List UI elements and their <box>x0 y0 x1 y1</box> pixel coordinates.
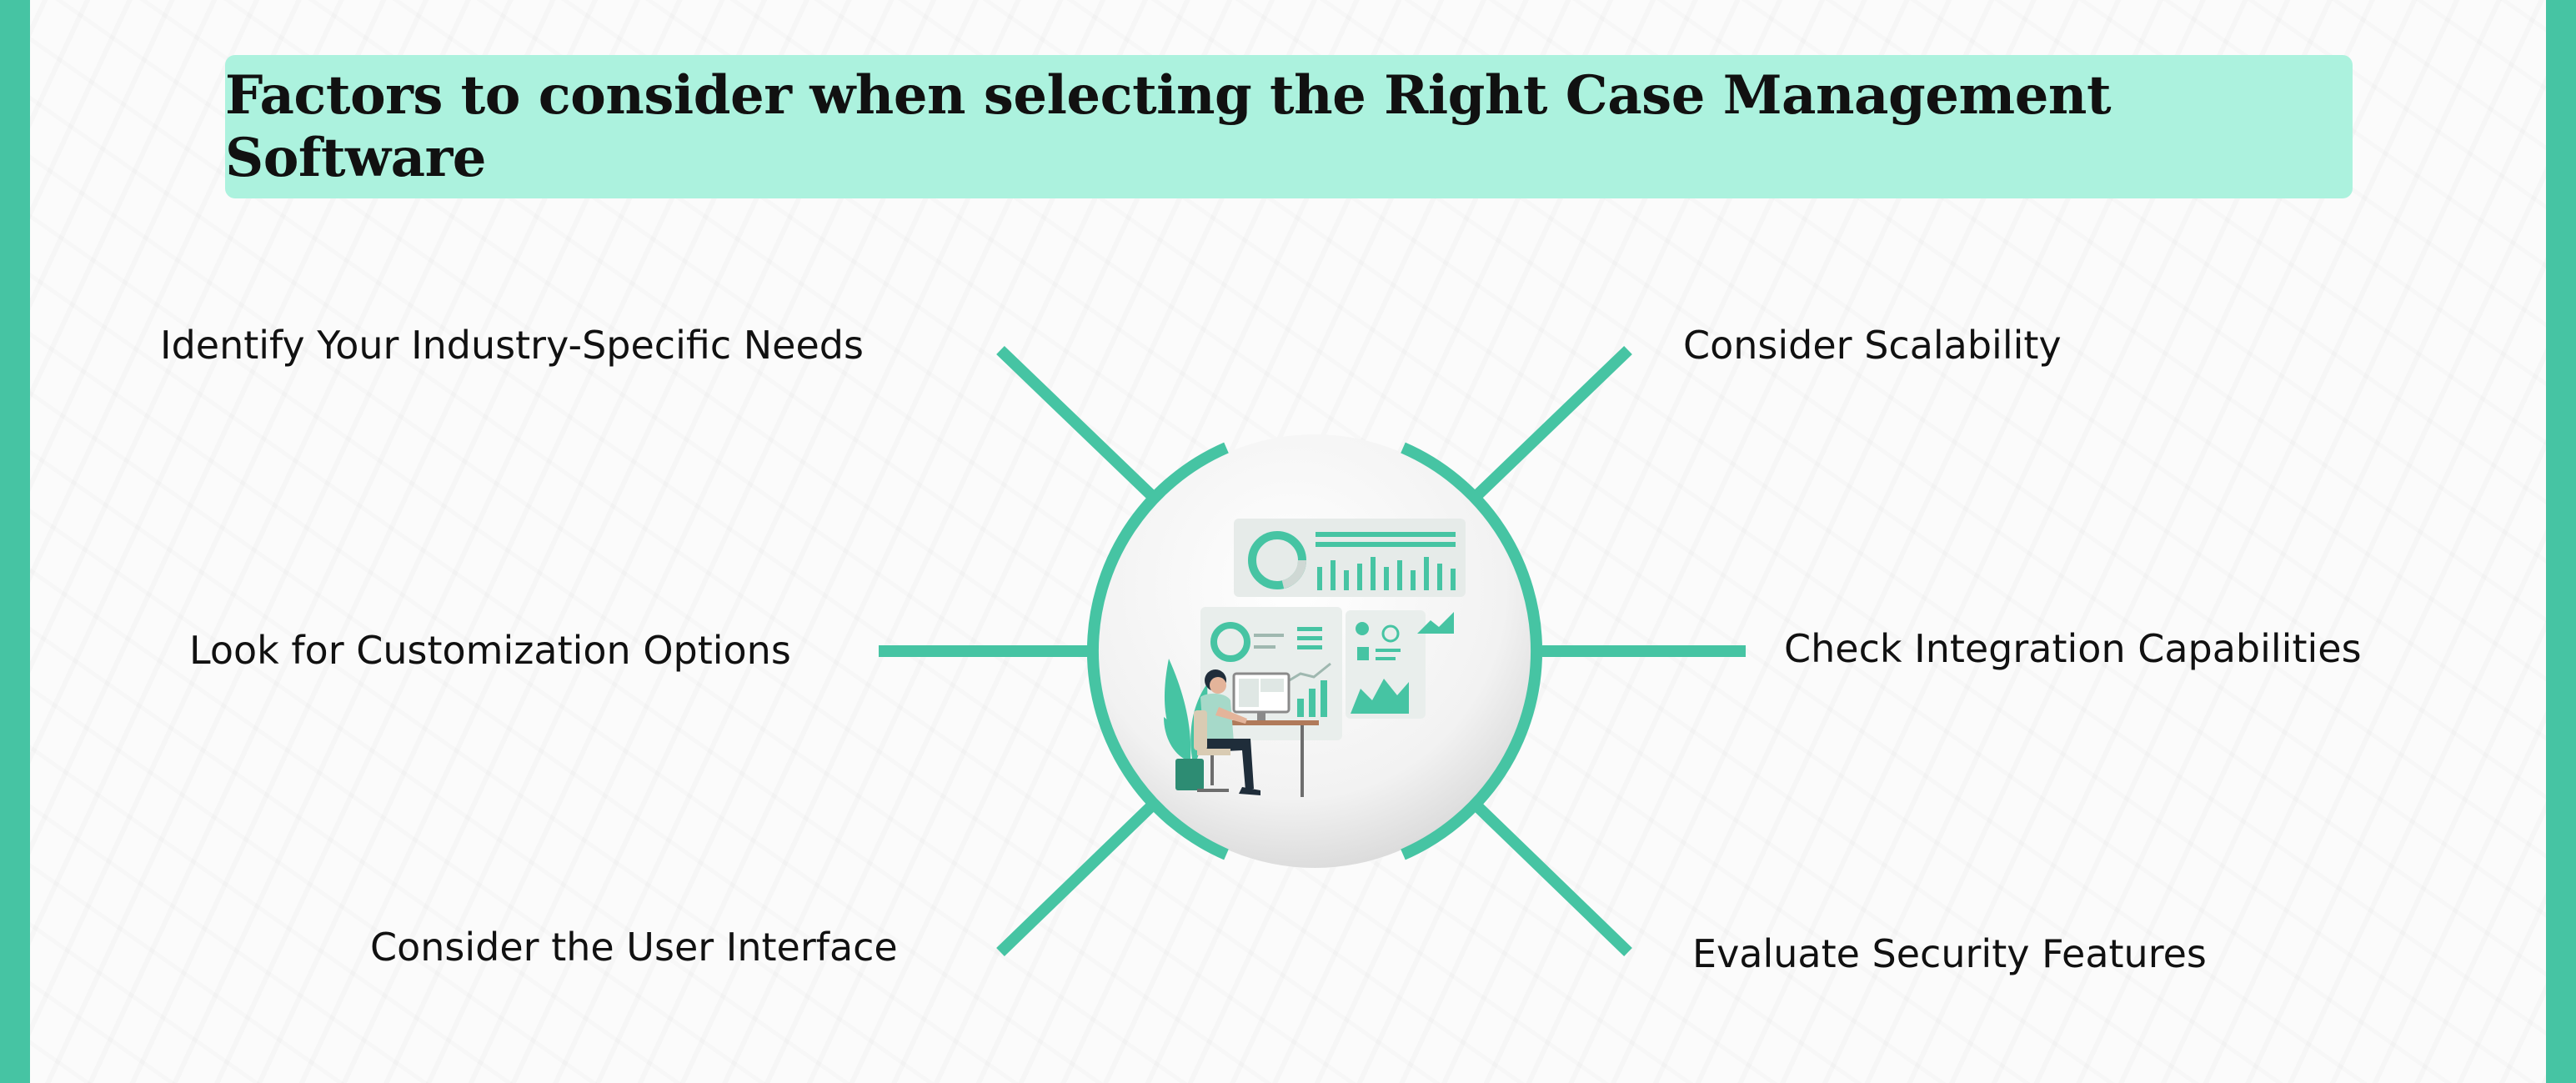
page-title: Factors to consider when selecting the R… <box>225 64 2112 189</box>
connector-bottom-left <box>996 802 1155 957</box>
dashboard-illustration <box>1164 519 1466 797</box>
person-at-desk <box>1194 669 1260 795</box>
connector-top-right <box>1474 345 1632 499</box>
connector-top-left <box>996 345 1155 499</box>
bar-chart-icon <box>1317 557 1456 590</box>
desk <box>1230 720 1319 725</box>
factor-label-top-left: Identify Your Industry-Specific Needs <box>160 323 864 368</box>
ring-arc-right <box>1401 442 1543 860</box>
right-accent-bar <box>2546 0 2576 1083</box>
left-accent-bar <box>0 0 30 1083</box>
title-banner: Factors to consider when selecting the R… <box>225 55 2353 198</box>
ring-arc-left <box>1086 442 1229 860</box>
factor-label-top-right: Consider Scalability <box>1683 323 2062 368</box>
connector-bottom-right <box>1474 802 1632 957</box>
factor-label-bottom-left: Consider the User Interface <box>370 925 898 970</box>
connector-lines <box>879 345 1746 957</box>
factor-label-mid-right: Check Integration Capabilities <box>1784 626 2362 671</box>
center-ring <box>1086 442 1543 860</box>
factor-label-mid-left: Look for Customization Options <box>189 628 791 673</box>
factor-label-bottom-right: Evaluate Security Features <box>1692 931 2207 976</box>
